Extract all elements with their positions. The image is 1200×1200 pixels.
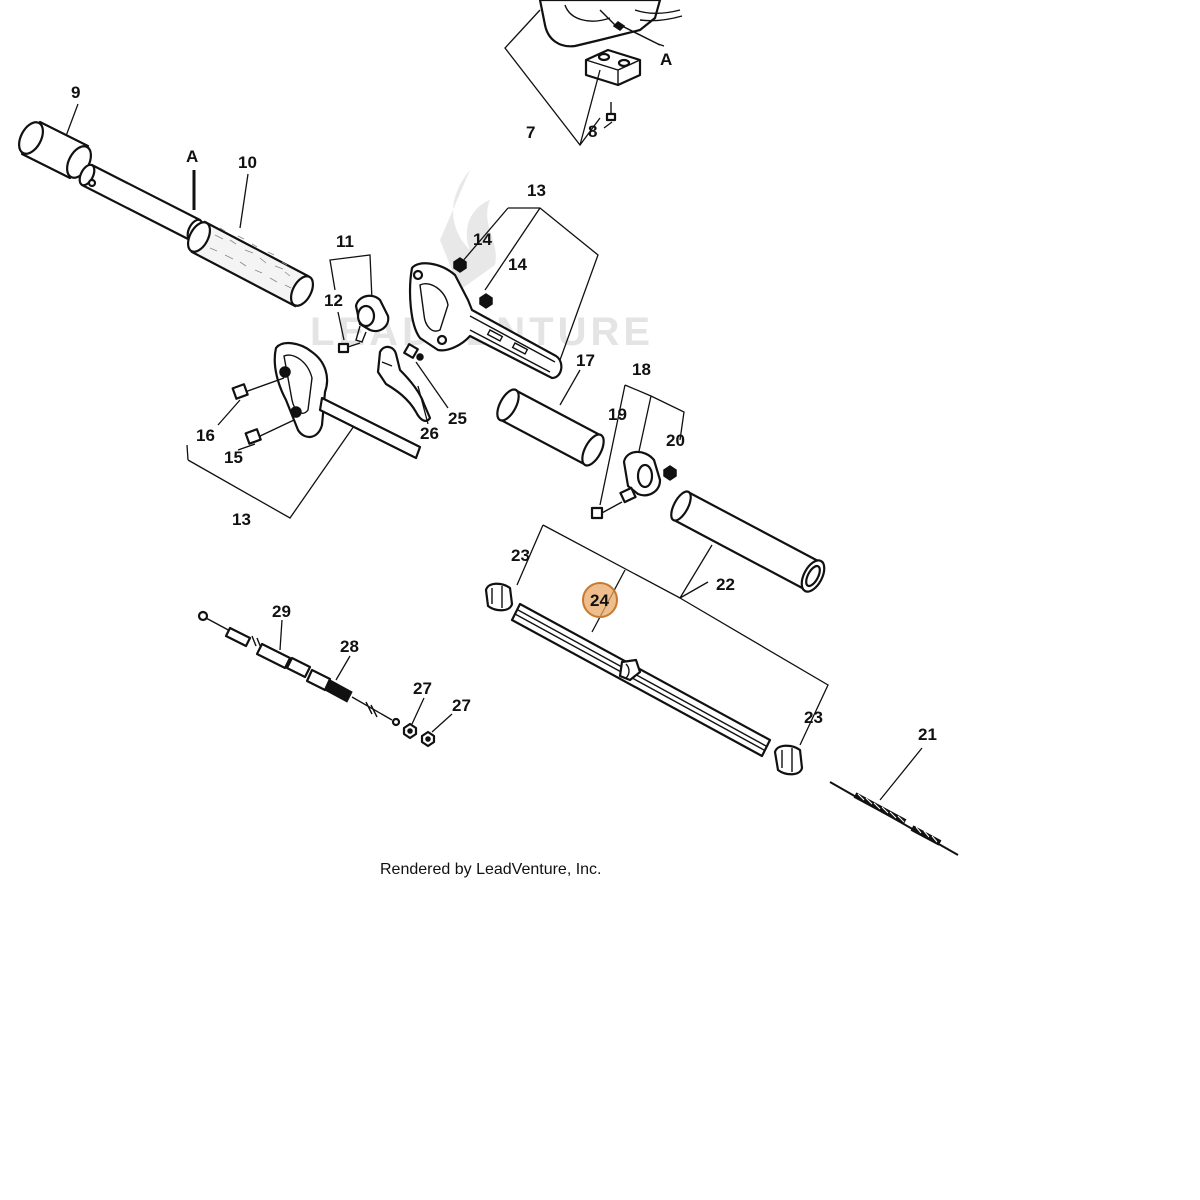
part-29-throttle-cable[interactable] — [197, 610, 312, 679]
leader-17 — [559, 369, 581, 406]
label-21: 21 — [918, 725, 937, 744]
part-15-screw[interactable] — [244, 419, 295, 445]
label-18: 18 — [632, 360, 651, 379]
part-17-tube[interactable] — [493, 386, 608, 469]
part-25-spring[interactable] — [403, 343, 424, 361]
part-27-nut-a[interactable] — [402, 722, 418, 740]
part-18-clamp[interactable] — [619, 450, 662, 504]
label-28: 28 — [340, 637, 359, 656]
label-a-tube: A — [186, 147, 198, 166]
part-27-nut-b[interactable] — [420, 730, 436, 748]
leader-9 — [65, 103, 79, 137]
label-12: 12 — [324, 291, 343, 310]
label-9: 9 — [71, 83, 80, 102]
label-10: 10 — [238, 153, 257, 172]
label-7: 7 — [526, 123, 535, 142]
watermark-logo — [440, 170, 496, 290]
part-16-screw[interactable] — [231, 377, 285, 400]
part-24-drive-shaft[interactable] — [510, 602, 772, 758]
part-13-housing-lower[interactable] — [273, 342, 422, 460]
leader-8 — [603, 121, 613, 129]
label-23-right: 23 — [804, 708, 823, 727]
label-16: 16 — [196, 426, 215, 445]
label-14-left: 14 — [473, 230, 492, 249]
leader-28 — [335, 655, 351, 681]
part-23-bushing-right[interactable] — [773, 744, 804, 776]
label-29: 29 — [272, 602, 291, 621]
label-27-left: 27 — [413, 679, 432, 698]
leader-7 — [504, 9, 601, 147]
label-24: 24 — [590, 591, 609, 610]
part-top-housing[interactable] — [538, 0, 683, 48]
label-15: 15 — [224, 448, 243, 467]
leader-12 — [337, 311, 345, 341]
part-23-bushing-left[interactable] — [484, 582, 514, 612]
part-20-nut[interactable] — [663, 465, 677, 481]
leader-29 — [279, 619, 283, 651]
leader-27a — [411, 697, 425, 725]
label-17: 17 — [576, 351, 595, 370]
label-22: 22 — [716, 575, 735, 594]
part-21-inner-cable[interactable] — [829, 781, 959, 856]
label-14-right: 14 — [508, 255, 527, 274]
label-a-top: A — [660, 50, 672, 69]
leader-25-26 — [415, 361, 449, 425]
part-main-tube[interactable] — [667, 489, 829, 596]
label-20: 20 — [666, 431, 685, 450]
label-26: 26 — [420, 424, 439, 443]
part-8-screw[interactable] — [605, 102, 617, 122]
label-11: 11 — [336, 232, 354, 251]
part-14-nut-b[interactable] — [479, 293, 493, 309]
label-13-bottom: 13 — [232, 510, 251, 529]
label-25: 25 — [448, 409, 467, 428]
label-27-right: 27 — [452, 696, 471, 715]
part-11-clamp[interactable] — [354, 294, 390, 343]
label-8: 8 — [588, 122, 597, 141]
leader-22-23 — [516, 524, 829, 746]
part-19-screw[interactable] — [590, 501, 623, 520]
leader-10 — [239, 173, 249, 229]
label-19: 19 — [608, 405, 627, 424]
leader-a-top — [657, 43, 665, 47]
leader-15-16 — [217, 399, 256, 451]
part-10-foam-grip[interactable] — [184, 219, 318, 310]
part-handle-tube[interactable] — [77, 162, 206, 242]
leader-11 — [329, 254, 373, 301]
part-13-housing-upper[interactable] — [408, 262, 563, 380]
part-28-spring-tube[interactable] — [305, 668, 401, 727]
label-13-top: 13 — [527, 181, 546, 200]
part-14-nut-a[interactable] — [453, 257, 467, 273]
part-12-screw[interactable] — [337, 342, 361, 354]
leader-13-top — [461, 207, 599, 361]
credit-text: Rendered by LeadVenture, Inc. — [380, 861, 602, 878]
part-26-trigger[interactable] — [376, 345, 432, 422]
part-7-clamp-block[interactable] — [584, 48, 642, 87]
highlight-marker-24[interactable]: 24 — [582, 582, 618, 618]
leader-21 — [879, 747, 923, 801]
leader-13-bottom — [186, 425, 355, 519]
leader-27b — [431, 713, 453, 733]
label-23-left: 23 — [511, 546, 530, 565]
